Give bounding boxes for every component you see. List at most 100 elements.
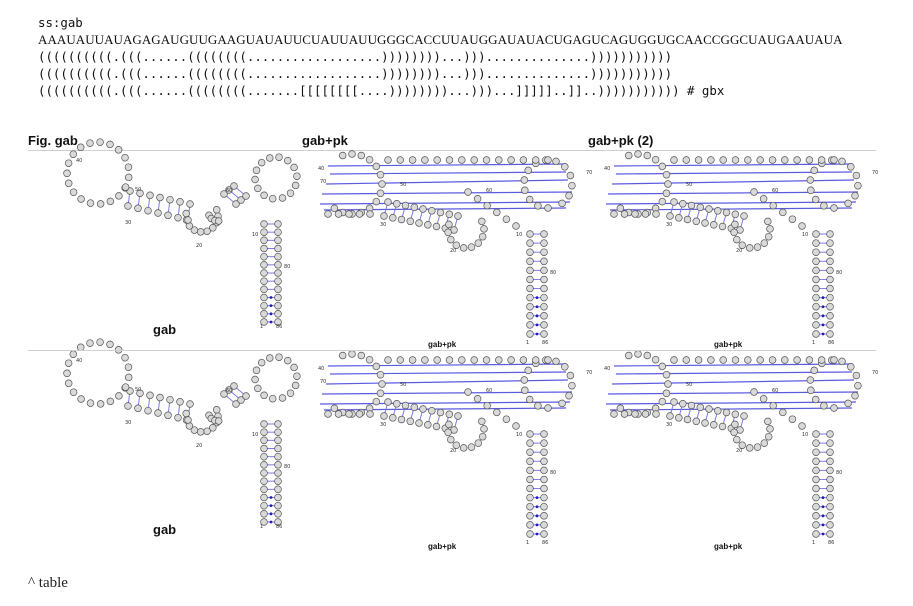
nucleotides xyxy=(324,150,576,338)
nucleotide xyxy=(114,146,123,154)
nucleotide xyxy=(540,530,548,538)
dot-bracket-2: ((((((((((.(((......((((((((............… xyxy=(38,66,673,81)
nucleotide xyxy=(826,512,834,520)
structure-caption: gab xyxy=(153,322,177,337)
position-label: 50 xyxy=(135,187,141,193)
nucleotide xyxy=(433,356,441,364)
nucleotide xyxy=(190,426,199,434)
gu-pair-dot xyxy=(269,304,273,308)
nucleotide xyxy=(274,493,282,502)
nucleotide xyxy=(445,156,454,164)
nucleotide xyxy=(565,391,573,400)
nucleotides xyxy=(63,138,301,326)
pseudoknot-pair xyxy=(327,163,567,167)
nucleotide xyxy=(480,225,488,233)
nucleotide xyxy=(433,156,441,164)
nucleotide xyxy=(852,171,861,180)
position-label: 60 xyxy=(486,388,492,394)
nucleotide xyxy=(266,354,274,362)
nucleotide xyxy=(452,241,461,249)
nucleotide xyxy=(348,150,356,158)
nucleotide xyxy=(397,415,406,424)
nucleotide xyxy=(86,339,94,347)
pseudoknot-pair xyxy=(613,363,853,367)
nucleotide xyxy=(826,284,834,293)
position-label: 80 xyxy=(836,270,842,276)
nucleotide xyxy=(658,397,667,406)
nucleotide xyxy=(807,386,815,395)
position-label: 10 xyxy=(252,432,258,438)
nucleotide xyxy=(731,356,740,364)
nucleotide xyxy=(69,150,78,158)
pseudoknot-pair xyxy=(607,391,859,395)
nucleotide xyxy=(540,493,548,502)
nucleotide xyxy=(274,318,282,326)
nucleotide xyxy=(798,422,806,430)
position-label: 10 xyxy=(252,232,258,238)
nucleotide xyxy=(838,357,846,366)
nucleotide xyxy=(260,477,268,485)
nucleotide xyxy=(220,190,228,198)
gu-pair-dot xyxy=(535,323,539,327)
nucleotide xyxy=(196,428,205,436)
nucleotide xyxy=(540,284,548,293)
nucleotide xyxy=(106,397,115,406)
nucleotide xyxy=(345,410,353,418)
nucleotide xyxy=(812,475,820,484)
nucleotide xyxy=(174,213,182,222)
nucleotide xyxy=(847,163,855,171)
position-label: 30 xyxy=(666,222,672,228)
nucleotide xyxy=(658,362,667,371)
nucleotide xyxy=(826,457,834,466)
nucleotide xyxy=(812,502,820,511)
nucleotide xyxy=(136,189,144,197)
pseudoknot-pair xyxy=(323,407,567,411)
nucleotide xyxy=(445,356,454,364)
nucleotide xyxy=(376,370,385,379)
nucleotide xyxy=(389,214,397,222)
nucleotide xyxy=(274,301,282,310)
position-label: 86 xyxy=(542,540,548,546)
position-label: 40 xyxy=(76,358,82,364)
nucleotide xyxy=(631,410,639,418)
nucleotide xyxy=(812,448,820,456)
nucleotide xyxy=(330,404,339,413)
nucleotide xyxy=(769,201,777,210)
nucleotide xyxy=(286,189,295,197)
nucleotides xyxy=(324,350,576,538)
nucleotide xyxy=(115,392,123,400)
gu-pair-dot xyxy=(535,514,539,518)
nucleotide xyxy=(561,363,569,371)
position-label: 40 xyxy=(76,158,82,164)
nucleotide xyxy=(731,156,740,164)
position-label: 86 xyxy=(828,340,834,346)
nucleotide xyxy=(274,452,282,461)
nucleotide xyxy=(203,427,211,435)
nucleotide xyxy=(121,183,130,191)
position-label: 1 xyxy=(260,524,263,530)
nucleotide xyxy=(419,205,427,213)
position-label: 10 xyxy=(516,232,522,238)
nucleotide xyxy=(812,239,820,247)
gu-pair-dot xyxy=(821,496,825,500)
nucleotide xyxy=(540,312,548,320)
nucleotide xyxy=(812,330,820,338)
pseudoknot-pair xyxy=(605,401,857,405)
nucleotide xyxy=(260,518,268,526)
nucleotide xyxy=(707,156,715,164)
nucleotide xyxy=(526,284,534,293)
nucleotide xyxy=(134,404,142,413)
back-to-table-link[interactable]: ^ table xyxy=(28,575,68,591)
nucleotide xyxy=(812,275,820,284)
nucleotide xyxy=(826,466,834,475)
position-label: 20 xyxy=(450,448,456,454)
pseudoknot-pair xyxy=(319,201,571,205)
nucleotide xyxy=(401,201,410,210)
nucleotide xyxy=(274,501,282,510)
nucleotide xyxy=(526,493,534,502)
